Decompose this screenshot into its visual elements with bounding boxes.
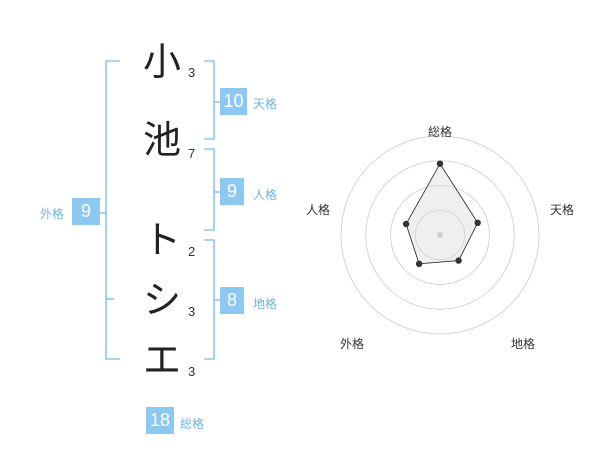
- stroke-count-3: 2: [188, 244, 196, 259]
- chikaku-value: 8: [220, 287, 244, 314]
- tenkaku-bracket: [204, 60, 215, 140]
- tenkaku-value: 10: [220, 88, 247, 115]
- soukaku-value: 18: [146, 407, 174, 434]
- stroke-count-4: 3: [188, 304, 196, 319]
- radar-point-5: [402, 220, 410, 228]
- radar-grid-ring: [414, 209, 466, 261]
- soukaku-label: 総格: [180, 417, 205, 431]
- radar-grid-ring: [390, 185, 490, 285]
- name-char-2: 池: [142, 118, 181, 162]
- jinkaku-value: 9: [220, 178, 244, 205]
- radar-point-4: [415, 260, 423, 267]
- stroke-count-5: 3: [188, 364, 196, 379]
- stroke-count-1: 3: [188, 65, 196, 80]
- jinkaku-bracket: [204, 148, 215, 231]
- stroke-count-2: 7: [188, 146, 196, 161]
- tenkaku-label: 天格: [253, 97, 278, 111]
- radar-center-dot: [437, 232, 443, 238]
- name-char-1: 小: [142, 40, 181, 84]
- radar-label-chikaku: 地格: [511, 337, 536, 351]
- chikaku-label: 地格: [253, 297, 278, 311]
- radar-point-3: [455, 257, 462, 264]
- radar-point-2: [474, 219, 481, 226]
- jinkaku-label: 人格: [253, 188, 278, 202]
- radar-point-1: [436, 160, 444, 167]
- name-char-5: エ: [142, 338, 181, 382]
- radar-grid-ring: [340, 135, 540, 335]
- gaikaku-value: 9: [72, 198, 100, 225]
- outer-bracket: [105, 60, 120, 360]
- gaikaku-label: 外格: [40, 207, 65, 221]
- name-char-4: シ: [142, 278, 181, 322]
- radar-label-soukaku: 総格: [428, 125, 453, 139]
- name-char-3: ト: [142, 218, 181, 262]
- radar-label-jinkaku: 人格: [306, 203, 331, 217]
- radar-label-tenkaku: 天格: [550, 203, 575, 217]
- radar-label-gaikaku: 外格: [340, 337, 365, 351]
- radar-polygon: [405, 162, 479, 265]
